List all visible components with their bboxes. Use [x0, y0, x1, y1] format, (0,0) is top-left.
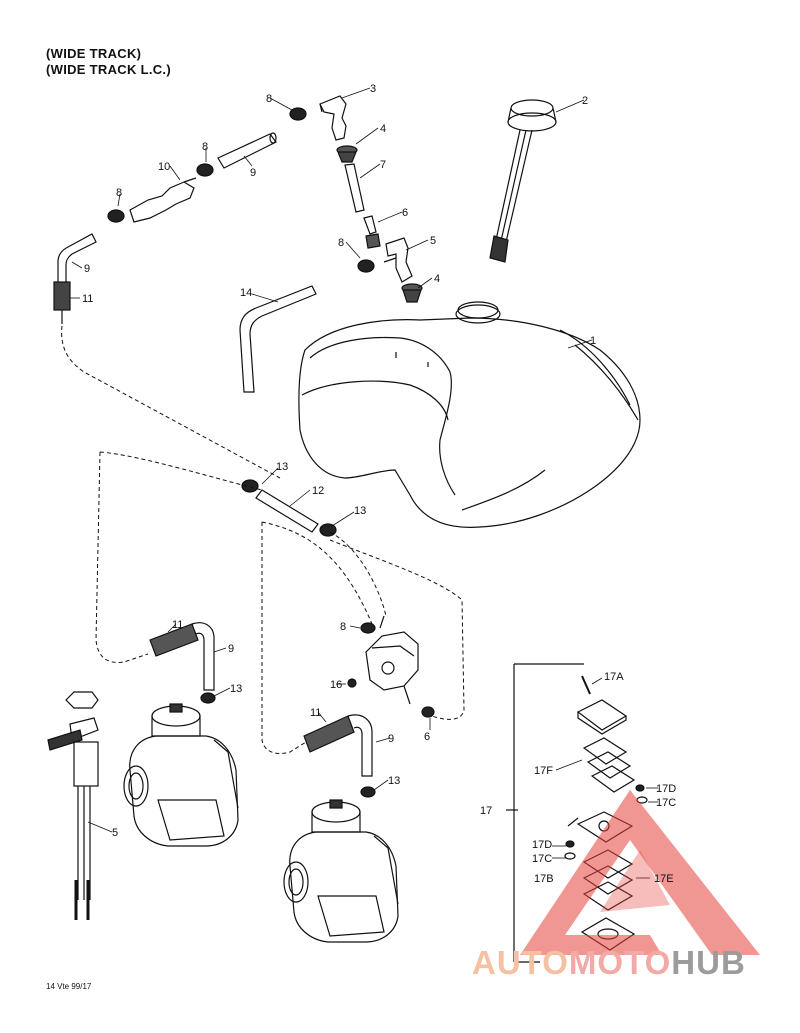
callout-17a: 17A — [604, 671, 624, 683]
fuel-pump-kit — [506, 663, 648, 963]
callout-9-carb-right: 9 — [388, 733, 394, 745]
carburetor-left — [123, 703, 239, 847]
callout-1: 1 — [590, 335, 596, 347]
fitting-elbow — [319, 95, 347, 141]
callout-10: 10 — [158, 161, 170, 173]
title-wide-track-lc: (WIDE TRACK L.C.) — [46, 62, 171, 77]
clamp-group — [107, 107, 376, 634]
callout-8-b: 8 — [202, 141, 208, 153]
inline-fuel-filter — [129, 177, 197, 223]
filter-screen-lower — [401, 283, 423, 303]
callout-17: 17 — [480, 805, 492, 817]
callout-8-a: 8 — [266, 93, 272, 105]
callout-9-carb-left: 9 — [228, 643, 234, 655]
callout-8-e: 8 — [340, 621, 346, 633]
callout-8-c: 8 — [116, 187, 122, 199]
diagram-title-block: (WIDE TRACK) (WIDE TRACK L.C.) — [46, 46, 171, 78]
callout-13-d: 13 — [388, 775, 400, 787]
callout-17d-right: 17D — [656, 783, 676, 795]
carburetor-right — [283, 799, 399, 943]
callout-17c-left: 17C — [532, 853, 552, 865]
callout-11-carb-left: 11 — [172, 619, 183, 631]
leader-lines — [70, 87, 658, 879]
filter-screen-upper — [336, 145, 358, 163]
fuel-line-routing — [61, 325, 465, 754]
callout-14: 14 — [240, 287, 252, 299]
callout-7: 7 — [380, 159, 386, 171]
fuel-hose-carb-left — [149, 622, 216, 704]
watermark-triangle — [520, 790, 760, 955]
callout-labels: 1 2 3 4 4 5 5 6 6 7 8 8 8 8 8 9 9 9 9 10… — [82, 83, 676, 885]
callout-16: 16 — [330, 679, 342, 691]
fuel-hose-carb-right — [303, 714, 376, 798]
callout-17b: 17B — [534, 873, 554, 885]
callout-6-upper: 6 — [402, 207, 408, 219]
title-wide-track: (WIDE TRACK) — [46, 46, 142, 61]
callout-2: 2 — [582, 95, 588, 107]
fuel-gauge — [489, 99, 557, 263]
callout-4-upper: 4 — [380, 123, 386, 135]
callout-6-lower: 6 — [424, 731, 430, 743]
vent-hose — [239, 285, 317, 393]
fitting-tee — [383, 237, 413, 283]
choke-cable — [47, 691, 99, 920]
fuel-tank — [298, 301, 641, 528]
fuel-pump — [347, 615, 435, 718]
watermark-part-1: AUTO — [472, 944, 569, 981]
figure-code: 14 Vte 99/17 — [46, 982, 92, 991]
watermark-part-3: HUB — [671, 944, 746, 981]
check-valve-upper — [363, 215, 381, 249]
fuel-hose-upper — [217, 132, 277, 169]
callout-17f: 17F — [534, 765, 553, 777]
callout-4-lower: 4 — [434, 273, 440, 285]
callout-13-b: 13 — [354, 505, 366, 517]
callout-9-left: 9 — [84, 263, 90, 275]
callout-11-left: 11 — [82, 293, 93, 305]
pickup-tube — [344, 163, 365, 213]
callout-11-carb-right: 11 — [310, 707, 321, 719]
callout-8-d: 8 — [338, 237, 344, 249]
callout-9-upper: 9 — [250, 167, 256, 179]
callout-13-a: 13 — [276, 461, 288, 473]
callout-3: 3 — [370, 83, 376, 95]
callout-13-c: 13 — [230, 683, 242, 695]
callout-17c-right: 17C — [656, 797, 676, 809]
callout-17e: 17E — [654, 873, 674, 885]
callout-5-cable: 5 — [112, 827, 118, 839]
watermark-part-2: MOTO — [568, 944, 672, 981]
watermark-logo: AUTOMOTOHUB — [472, 944, 746, 982]
fuel-hose-left — [53, 233, 97, 324]
callout-12: 12 — [312, 485, 324, 497]
callout-17d-left: 17D — [532, 839, 552, 851]
callout-5-fitting: 5 — [430, 235, 436, 247]
